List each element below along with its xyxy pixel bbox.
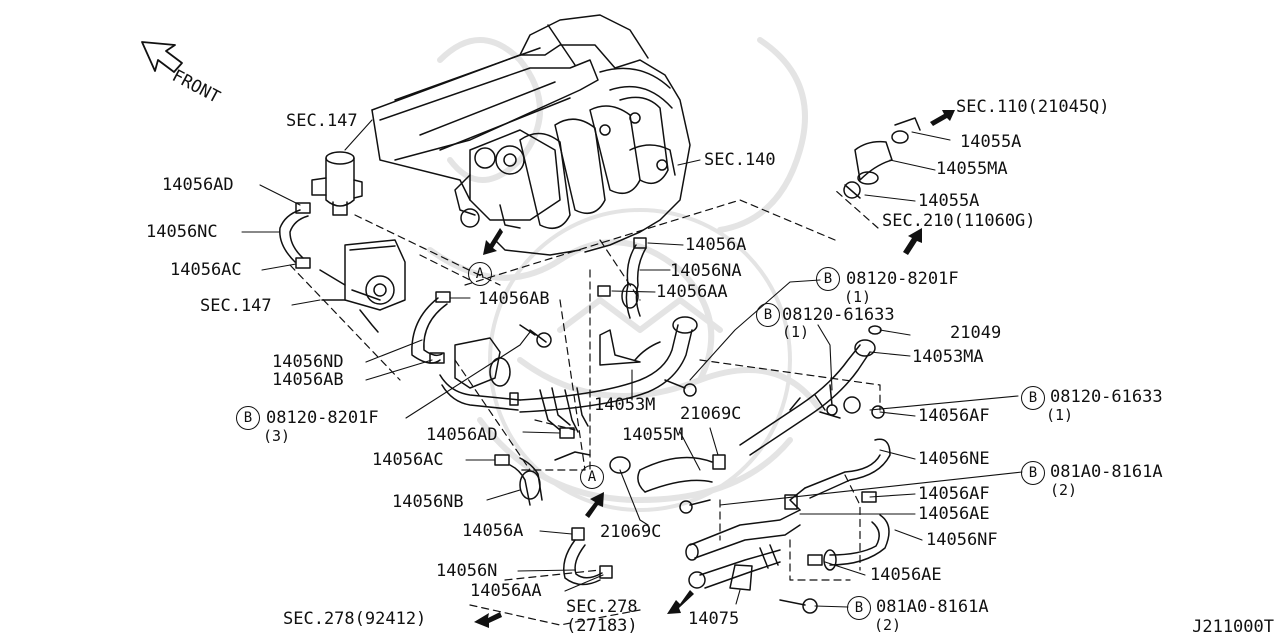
hose-14056ne-group bbox=[784, 438, 891, 571]
arrow-a-bottom-icon bbox=[585, 492, 604, 518]
hose-14055ma bbox=[843, 117, 921, 199]
label-quantity: (3) bbox=[263, 427, 291, 445]
sec147-canister bbox=[319, 239, 406, 333]
label-sec278-mid[interactable]: SEC.278 bbox=[566, 597, 638, 617]
label-quantity: (2) bbox=[874, 616, 902, 634]
hose-14056nd-group bbox=[411, 291, 552, 411]
label-21069c[interactable]: 21069C bbox=[600, 522, 662, 542]
label-08120-8201f[interactable]: 08120-8201F bbox=[266, 408, 379, 428]
label-08120-61633[interactable]: 08120-61633 bbox=[1050, 387, 1163, 407]
label-14056ne[interactable]: 14056NE bbox=[918, 449, 990, 469]
sec147-valve bbox=[311, 151, 363, 216]
label-quantity: (1) bbox=[782, 323, 810, 341]
label-sec147-bottom[interactable]: SEC.147 bbox=[200, 296, 272, 316]
label-14056n[interactable]: 14056N bbox=[436, 561, 498, 581]
clamp-14056ac-top bbox=[295, 257, 311, 269]
label-sec110[interactable]: SEC.110(21045Q) bbox=[956, 97, 1110, 117]
label-14055a[interactable]: 14055A bbox=[918, 191, 980, 211]
clamp-14056ad-top bbox=[295, 202, 311, 214]
bolt-marker-b: B bbox=[847, 596, 871, 620]
label-sec278-mid-code[interactable]: (27183) bbox=[566, 616, 638, 636]
arrow-sec110-icon bbox=[930, 110, 955, 126]
label-14056ad[interactable]: 14056AD bbox=[162, 175, 234, 195]
label-14056aa[interactable]: 14056AA bbox=[656, 282, 728, 302]
label-081a0-8161a[interactable]: 081A0-8161A bbox=[1050, 462, 1163, 482]
engine-body bbox=[371, 14, 691, 256]
label-08120-8201f[interactable]: 08120-8201F bbox=[846, 269, 959, 289]
label-08120-61633[interactable]: 08120-61633 bbox=[782, 305, 895, 325]
arrow-sec210-icon bbox=[903, 228, 922, 255]
label-14056ae[interactable]: 14056AE bbox=[870, 565, 942, 585]
diagram-code: J211000T bbox=[1192, 617, 1274, 637]
label-14056ab[interactable]: 14056AB bbox=[478, 289, 550, 309]
label-14053ma[interactable]: 14053MA bbox=[912, 347, 984, 367]
arrow-sec278-left-icon bbox=[474, 612, 502, 628]
label-14056na[interactable]: 14056NA bbox=[670, 261, 742, 281]
ref-marker-a-bottom: A bbox=[580, 465, 604, 489]
label-14055m[interactable]: 14055M bbox=[622, 425, 684, 445]
label-21049[interactable]: 21049 bbox=[950, 323, 1002, 343]
hose-14056na-group bbox=[597, 237, 647, 319]
pipe-14053ma bbox=[739, 325, 885, 456]
hose-14055m bbox=[609, 454, 726, 493]
label-14056af[interactable]: 14056AF bbox=[918, 406, 990, 426]
label-14056a[interactable]: 14056A bbox=[685, 235, 747, 255]
arrow-sec278-mid-icon bbox=[667, 590, 694, 614]
label-sec278-left[interactable]: SEC.278(92412) bbox=[283, 609, 427, 629]
bolt-marker-b: B bbox=[1021, 386, 1045, 410]
label-14056a[interactable]: 14056A bbox=[462, 521, 524, 541]
label-sec210[interactable]: SEC.210(11060G) bbox=[882, 211, 1036, 231]
label-14056ab[interactable]: 14056AB bbox=[272, 370, 344, 390]
pipe-14075-assembly bbox=[679, 499, 818, 614]
label-14056aa[interactable]: 14056AA bbox=[470, 581, 542, 601]
label-14055ma[interactable]: 14055MA bbox=[936, 159, 1008, 179]
hose-14056nc bbox=[279, 209, 309, 263]
pipe-14053m bbox=[519, 316, 698, 413]
bolt-marker-b: B bbox=[816, 267, 840, 291]
direction-arrows bbox=[474, 110, 955, 628]
label-14056ac[interactable]: 14056AC bbox=[170, 260, 242, 280]
bolt-marker-b: B bbox=[756, 303, 780, 327]
bolt-marker-b: B bbox=[236, 406, 260, 430]
label-081a0-8161a[interactable]: 081A0-8161A bbox=[876, 597, 989, 617]
label-14056ad[interactable]: 14056AD bbox=[426, 425, 498, 445]
arrow-a-top-icon bbox=[483, 228, 503, 255]
label-quantity: (1) bbox=[1046, 406, 1074, 424]
label-14056nd[interactable]: 14056ND bbox=[272, 352, 344, 372]
label-14056nf[interactable]: 14056NF bbox=[926, 530, 998, 550]
label-14056nc[interactable]: 14056NC bbox=[146, 222, 218, 242]
label-21069c[interactable]: 21069C bbox=[680, 404, 742, 424]
label-quantity: (1) bbox=[844, 288, 872, 306]
bolt-marker-b: B bbox=[1021, 461, 1045, 485]
label-14075[interactable]: 14075 bbox=[688, 609, 740, 629]
label-14056nb[interactable]: 14056NB bbox=[392, 492, 464, 512]
ref-marker-a-top: A bbox=[468, 262, 492, 286]
label-sec147-top[interactable]: SEC.147 bbox=[286, 111, 358, 131]
front-arrow-icon bbox=[141, 41, 183, 73]
label-sec140[interactable]: SEC.140 bbox=[704, 150, 776, 170]
label-14056af[interactable]: 14056AF bbox=[918, 484, 990, 504]
label-14055a[interactable]: 14055A bbox=[960, 132, 1022, 152]
label-14056ac[interactable]: 14056AC bbox=[372, 450, 444, 470]
label-14053m[interactable]: 14053M bbox=[594, 395, 656, 415]
label-14056ae[interactable]: 14056AE bbox=[918, 504, 990, 524]
label-quantity: (2) bbox=[1050, 481, 1078, 499]
